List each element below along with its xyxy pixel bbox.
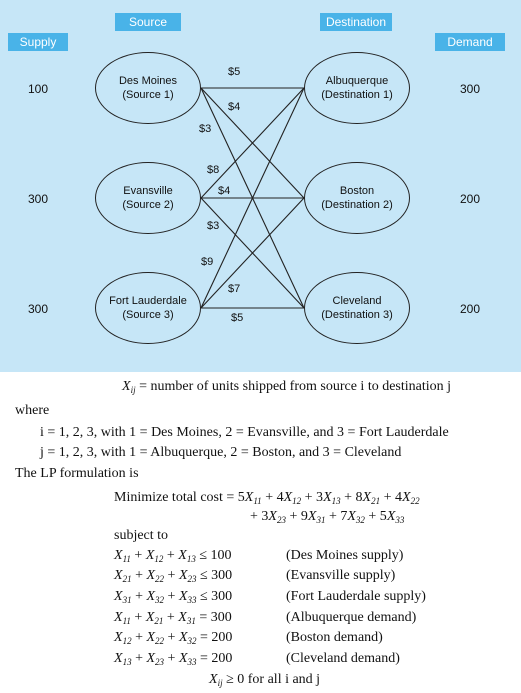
source-node-fort-lauderdale: Fort Lauderdale (Source 3) (95, 272, 201, 344)
source-sub: (Source 1) (122, 89, 174, 101)
route-2-1 (200, 87, 305, 199)
demand-value-1: 300 (459, 82, 481, 96)
destination-node-boston: Boston (Destination 2) (304, 162, 410, 234)
cost-label-3-2: $7 (228, 283, 241, 295)
cost-label-1-1: $5 (228, 66, 241, 78)
supply-header: Supply (8, 33, 68, 51)
i-definition: i = 1, 2, 3, with 1 = Des Moines, 2 = Ev… (40, 425, 449, 440)
cost-label-3-1: $9 (201, 256, 214, 268)
cost-label-2-2: $4 (218, 185, 231, 197)
destination-sub: (Destination 3) (321, 309, 393, 321)
source-name: Fort Lauderdale (109, 295, 187, 307)
cost-label-2-3: $3 (207, 220, 220, 232)
destination-name: Albuquerque (325, 75, 389, 87)
constraint-label-1: (Des Moines supply) (286, 548, 404, 563)
supply-value-2: 300 (27, 192, 49, 206)
subject-to-label: subject to (114, 528, 169, 543)
objective-line-2: + 3X23 + 9X31 + 7X32 + 5X33 (250, 509, 405, 525)
constraint-label-3: (Fort Lauderdale supply) (286, 589, 426, 604)
destination-sub: (Destination 1) (321, 89, 393, 101)
route-3-1 (200, 87, 305, 309)
destination-node-cleveland: Cleveland (Destination 3) (304, 272, 410, 344)
minimize-label: Minimize total cost (114, 490, 223, 505)
supply-value-1: 100 (27, 82, 49, 96)
constraint-4: X11 + X21 + X31 = 300 (114, 610, 232, 626)
constraint-2: X21 + X22 + X23 ≤ 300 (114, 568, 233, 584)
constraint-label-6: (Cleveland demand) (286, 651, 400, 666)
demand-value-3: 200 (459, 302, 481, 316)
cost-label-2-1: $8 (207, 164, 220, 176)
constraint-rhs: = 200 (200, 651, 233, 666)
cost-label-1-3: $3 (199, 123, 212, 135)
where-label: where (15, 403, 50, 418)
constraint-5: X12 + X22 + X32 = 200 (114, 630, 233, 646)
cost-label-1-2: $4 (228, 101, 241, 113)
constraint-label-4: (Albuquerque demand) (286, 610, 417, 625)
demand-value-2: 200 (459, 192, 481, 206)
nonnegativity-text: ≥ 0 for all i and j (226, 672, 321, 687)
constraint-rhs: ≤ 300 (200, 568, 233, 583)
source-name: Evansville (123, 185, 173, 197)
cost-label-3-3: $5 (231, 312, 244, 324)
destination-name: Boston (339, 185, 375, 197)
source-name: Des Moines (118, 75, 178, 87)
objective-line-1: Minimize total cost = 5X11 + 4X12 + 3X13… (114, 490, 420, 506)
xij-definition-text: = number of units shipped from source i … (139, 379, 452, 394)
route-3-2 (200, 197, 305, 309)
shipping-routes (200, 87, 305, 309)
supply-value-3: 300 (27, 302, 49, 316)
demand-header: Demand (435, 33, 505, 51)
destination-name: Cleveland (332, 295, 382, 307)
source-sub: (Source 2) (122, 199, 174, 211)
destination-header: Destination (320, 13, 392, 31)
constraint-rhs: ≤ 300 (200, 589, 233, 604)
constraint-label-2: (Evansville supply) (286, 568, 396, 583)
destination-sub: (Destination 2) (321, 199, 393, 211)
nonnegativity-constraint: Xij ≥ 0 for all i and j (209, 672, 321, 688)
source-node-evansville: Evansville (Source 2) (95, 162, 201, 234)
xij-definition: Xij = number of units shipped from sourc… (122, 379, 452, 395)
constraint-rhs: = 200 (200, 630, 233, 645)
constraint-rhs: ≤ 100 (199, 548, 232, 563)
constraint-rhs: = 300 (199, 610, 232, 625)
j-definition: j = 1, 2, 3, with 1 = Albuquerque, 2 = B… (40, 445, 402, 460)
constraint-6: X13 + X23 + X33 = 200 (114, 651, 233, 667)
source-node-des-moines: Des Moines (Source 1) (95, 52, 201, 124)
network-diagram-panel (0, 0, 521, 372)
source-sub: (Source 3) (122, 309, 174, 321)
destination-node-albuquerque: Albuquerque (Destination 1) (304, 52, 410, 124)
constraint-label-5: (Boston demand) (286, 630, 383, 645)
source-header: Source (115, 13, 181, 31)
constraint-3: X31 + X32 + X33 ≤ 300 (114, 589, 233, 605)
lp-intro: The LP formulation is (15, 466, 139, 481)
constraint-1: X11 + X12 + X13 ≤ 100 (114, 548, 232, 564)
